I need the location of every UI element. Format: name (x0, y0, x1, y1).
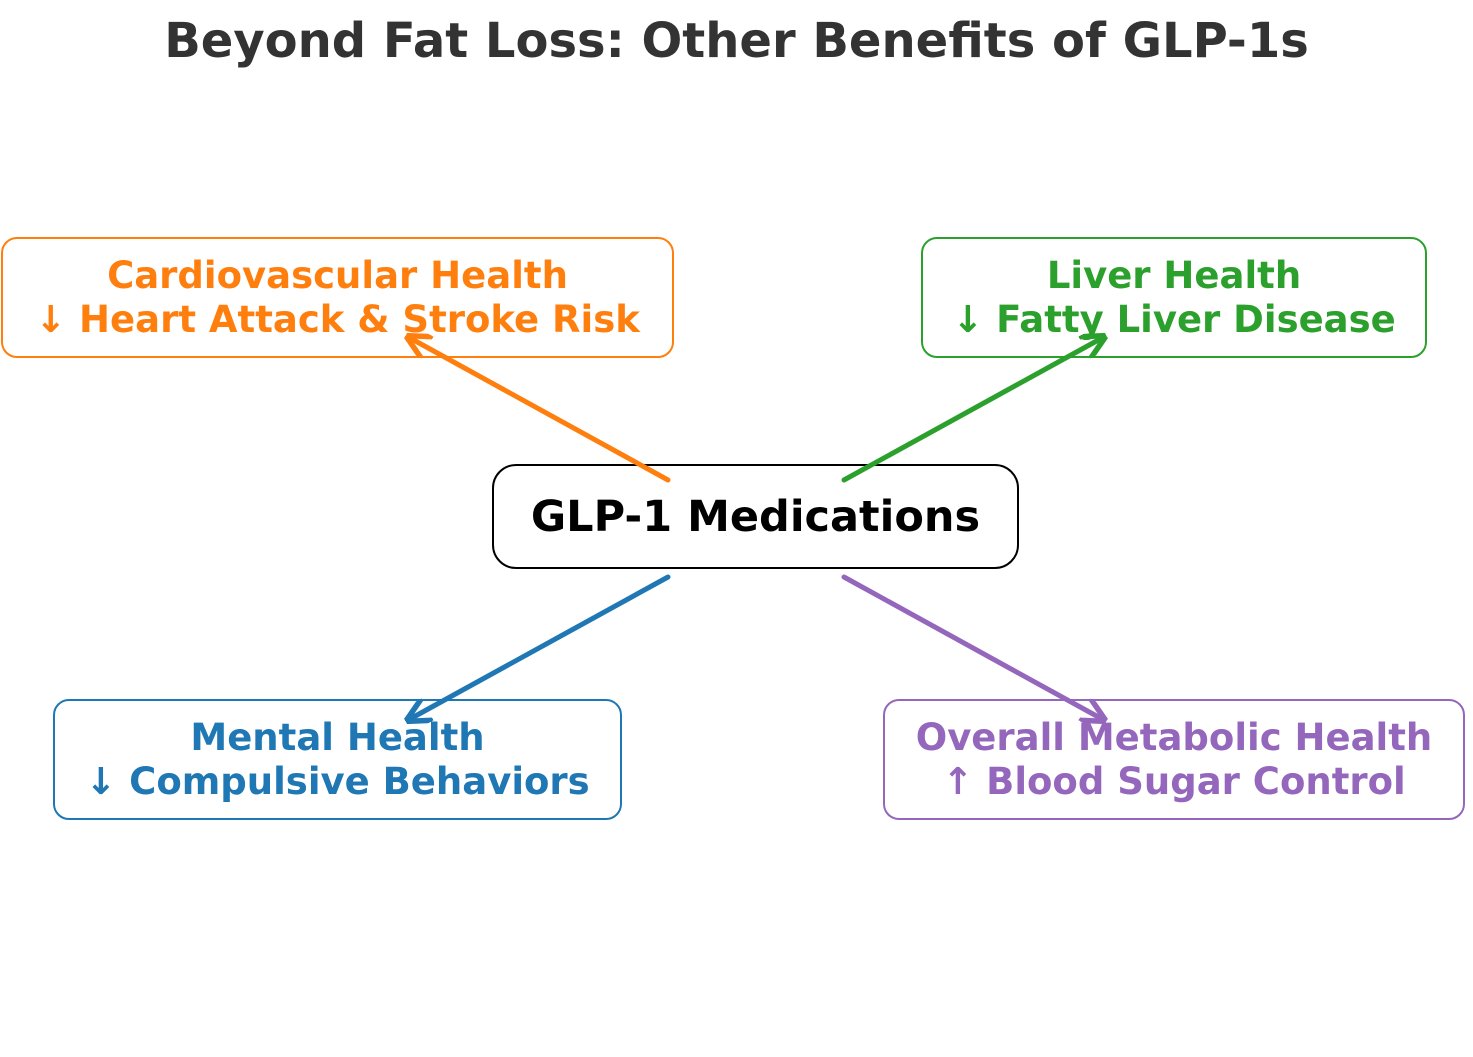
benefit-title: Cardiovascular Health (107, 253, 568, 297)
arrow-to-cardiovascular (410, 338, 671, 483)
arrow-to-liver (841, 338, 1102, 483)
benefit-node-metabolic: Overall Metabolic Health ↑ Blood Sugar C… (883, 699, 1465, 820)
benefit-detail: ↓ Compulsive Behaviors (85, 759, 590, 803)
benefit-title: Liver Health (1046, 253, 1302, 297)
benefit-detail: ↓ Fatty Liver Disease (952, 297, 1396, 341)
arrow-to-metabolic (841, 574, 1102, 719)
center-node-label: GLP-1 Medications (530, 491, 981, 542)
arrow-to-mental (410, 574, 671, 719)
benefit-detail: ↑ Blood Sugar Control (942, 759, 1406, 803)
page-title: Beyond Fat Loss: Other Benefits of GLP-1… (164, 13, 1309, 69)
benefit-node-mental: Mental Health ↓ Compulsive Behaviors (53, 699, 622, 820)
benefit-node-cardiovascular: Cardiovascular Health ↓ Heart Attack & S… (1, 237, 674, 358)
benefit-title: Mental Health (190, 715, 485, 759)
benefit-detail: ↓ Heart Attack & Stroke Risk (35, 297, 640, 341)
center-node-glp1-medications: GLP-1 Medications (492, 464, 1019, 569)
benefit-node-liver: Liver Health ↓ Fatty Liver Disease (921, 237, 1427, 358)
benefit-title: Overall Metabolic Health (915, 715, 1433, 759)
